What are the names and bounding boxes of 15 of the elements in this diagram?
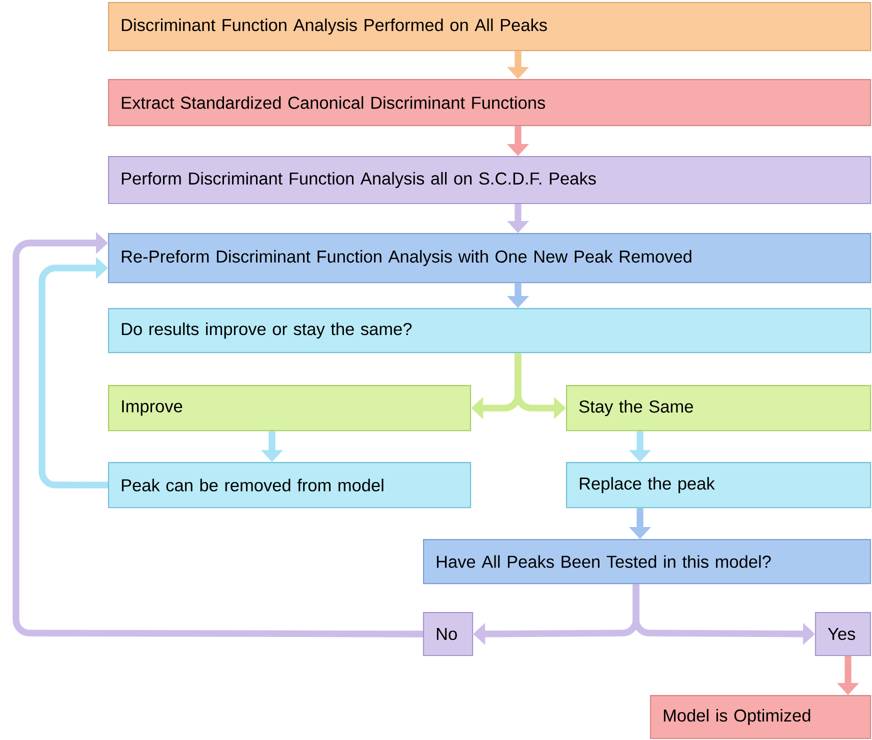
process-box: Extract Standardized Canonical Discriminant Functions [108, 79, 872, 126]
process-box: Yes [815, 612, 871, 656]
process-box: Do results improve or stay the same? [108, 308, 872, 354]
process-box: Discriminant Function Analysis Performed on All Peaks [108, 2, 872, 52]
process-box: No [423, 612, 474, 656]
process-box: Improve [108, 385, 472, 432]
process-box: Stay the Same [566, 385, 872, 432]
arrow [38, 256, 108, 488]
process-box: Model is Optimized [650, 695, 872, 740]
process-box: Have All Peaks Been Tested in this model? [423, 539, 871, 584]
process-box: Perform Discriminant Function Analysis all on S.C.D.F. Peaks [108, 156, 872, 204]
process-box: Replace the peak [566, 462, 872, 508]
arrow [12, 232, 424, 638]
process-box: Re-Preform Discriminant Function Analysis with One New Peak Removed [108, 233, 872, 284]
process-box: Peak can be removed from model [108, 462, 472, 508]
